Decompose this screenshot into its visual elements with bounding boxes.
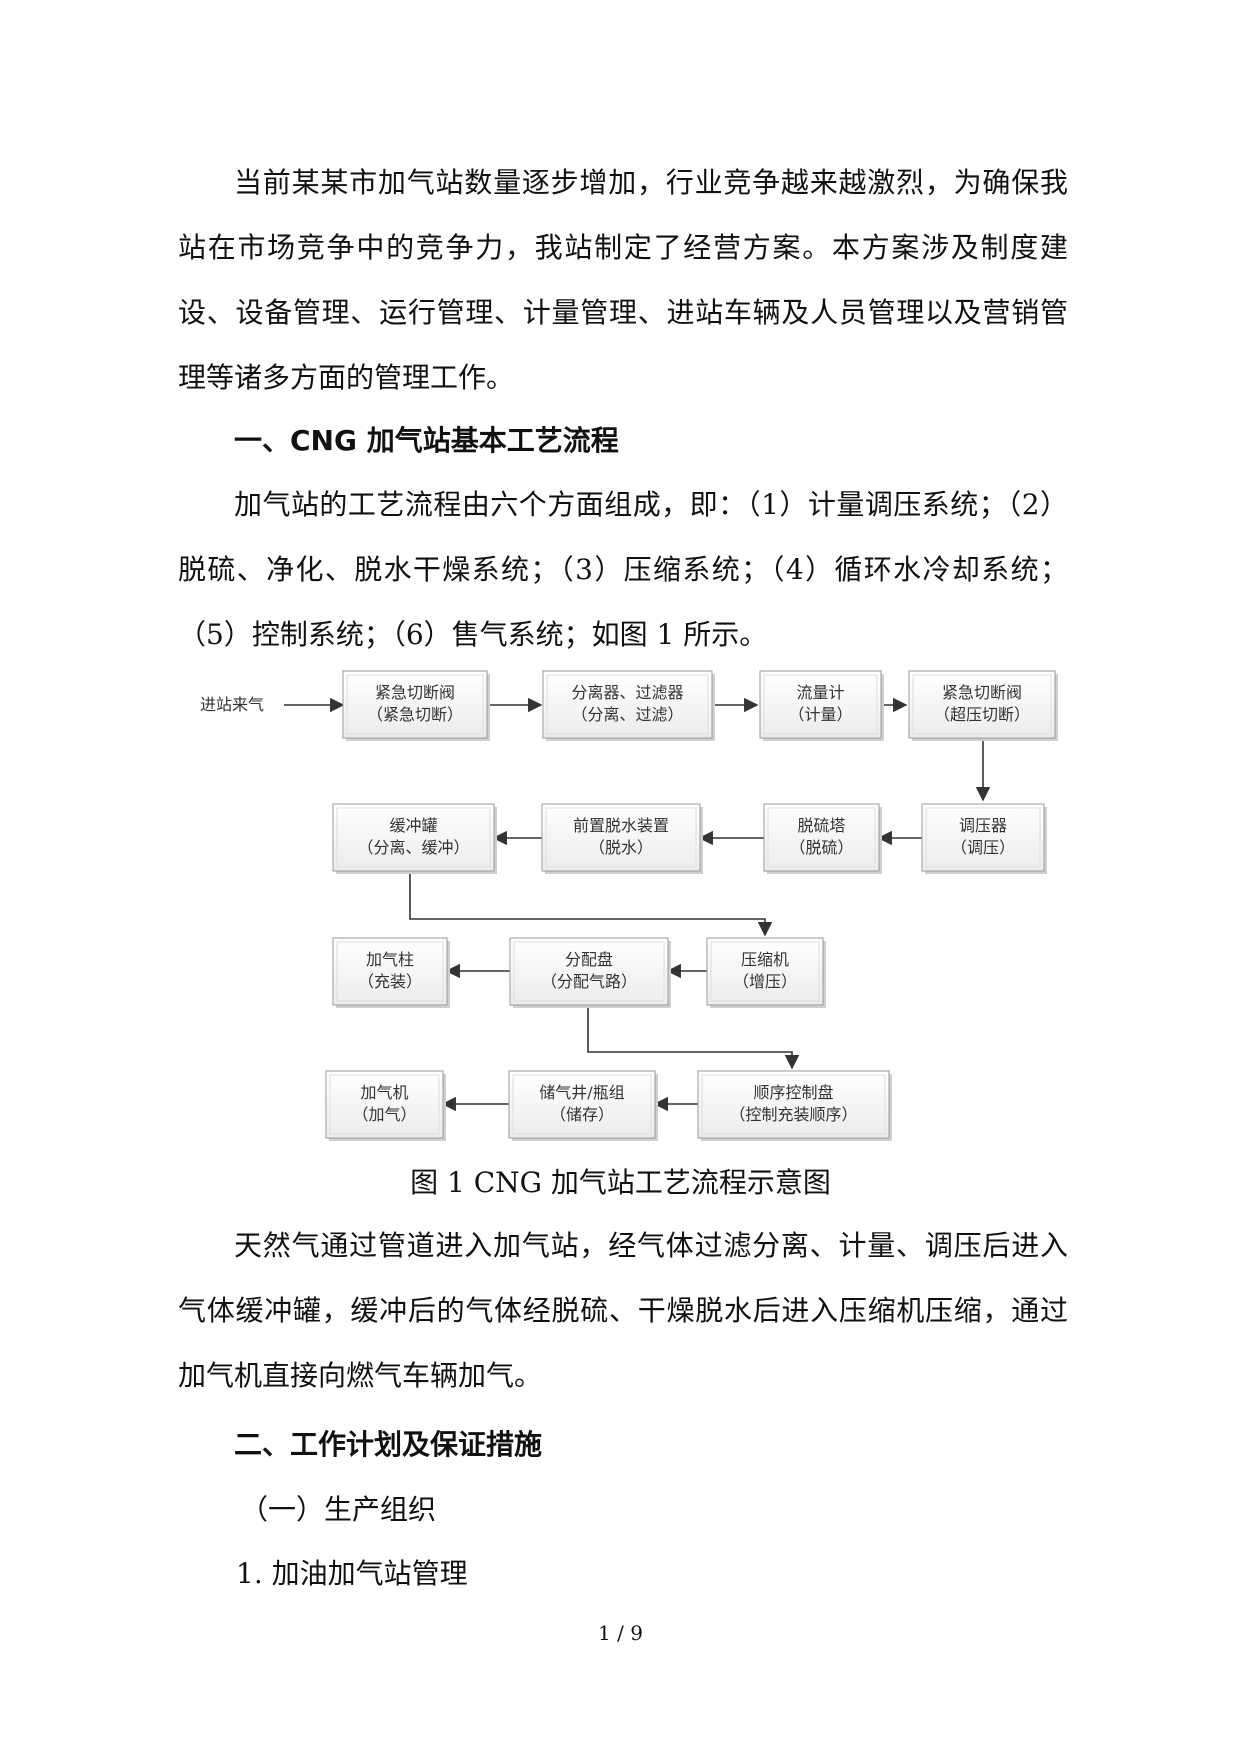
flow-node-label: 压缩机	[741, 950, 789, 969]
flow-node-label: 脱硫塔	[797, 816, 845, 835]
flow-node-inner-border	[925, 807, 1041, 868]
flow-node-box	[332, 937, 448, 1006]
flow-node-shadow	[925, 807, 1047, 874]
arrow-n8-n9	[409, 872, 773, 937]
flow-node-label: （加气）	[352, 1105, 416, 1124]
flow-node-inner-border	[710, 941, 820, 1002]
flow-node-label: 分离器、过滤器	[571, 683, 683, 702]
arrow-n10-n12	[587, 1004, 800, 1070]
flow-node-inner-border	[336, 807, 491, 868]
flow-node-label: 加气机	[360, 1083, 408, 1102]
flow-node-label: （脱硫）	[789, 838, 853, 857]
flow-node-label: （超压切断）	[934, 705, 1030, 724]
flow-node-n3: 流量计 （计量）	[759, 670, 884, 741]
flow-node-label: （调压）	[951, 838, 1015, 857]
flow-node-shadow	[329, 1074, 446, 1141]
flow-node-n2: 分离器、过滤器 （分离、过滤）	[542, 670, 715, 741]
flow-node-inner-border	[512, 1074, 652, 1135]
flow-node-label: （增压）	[733, 972, 797, 991]
flow-node-shadow	[710, 941, 826, 1008]
flow-node-label: 分配盘	[565, 950, 613, 969]
flow-node-box	[508, 1070, 656, 1139]
flow-node-inner-border	[346, 674, 484, 735]
flow-node-label: 加气柱	[366, 950, 414, 969]
flow-node-label: （脱水）	[589, 838, 653, 857]
flow-node-box	[763, 803, 880, 872]
flow-node-n12: 顺序控制盘 （控制充装顺序）	[697, 1070, 892, 1141]
flow-node-label: （充装）	[358, 972, 422, 991]
flow-node-shadow	[545, 807, 703, 874]
flow-node-shadow	[767, 807, 882, 874]
section-heading-1: 一、CNG 加气站基本工艺流程	[234, 424, 619, 457]
flow-node-shadow	[512, 1074, 658, 1141]
flow-node-shadow	[336, 941, 450, 1008]
flow-node-shadow	[346, 674, 490, 741]
flow-node-box	[509, 937, 669, 1006]
flow-node-label: （储存）	[550, 1105, 614, 1124]
flow-node-inner-border	[701, 1074, 886, 1135]
flow-node-shadow	[546, 674, 715, 741]
flow-node-n11: 加气柱 （充装）	[332, 937, 450, 1008]
flow-node-box	[541, 803, 701, 872]
flow-node-inner-border	[767, 807, 876, 868]
flow-node-label: 调压器	[959, 816, 1007, 835]
flow-node-box	[706, 937, 824, 1006]
flow-node-box	[908, 670, 1056, 739]
flow-node-n6: 脱硫塔 （脱硫）	[763, 803, 882, 874]
flow-node-inner-border	[763, 674, 878, 735]
flow-node-inner-border	[336, 941, 444, 1002]
flow-node-label: 缓冲罐	[389, 816, 437, 835]
flow-node-n9: 压缩机 （增压）	[706, 937, 826, 1008]
flow-node-n7: 前置脱水装置 （脱水）	[541, 803, 703, 874]
flow-node-shadow	[513, 941, 671, 1008]
figure-caption: 图 1 CNG 加气站工艺流程示意图	[410, 1166, 831, 1199]
flow-node-inner-border	[545, 807, 697, 868]
page-number: 1 / 9	[598, 1621, 643, 1645]
subsection-heading: （一）生产组织	[240, 1493, 437, 1526]
item-heading: 1. 加油加气站管理	[236, 1557, 468, 1590]
flow-node-shadow	[763, 674, 884, 741]
flow-node-n14: 加气机 （加气）	[325, 1070, 446, 1141]
flow-node-inner-border	[546, 674, 709, 735]
flow-node-box	[325, 1070, 444, 1139]
flow-node-box	[759, 670, 882, 739]
inlet-label: 进站来气	[200, 695, 264, 714]
flow-node-shadow	[912, 674, 1058, 741]
flow-node-inner-border	[513, 941, 665, 1002]
flow-node-label: （计量）	[788, 705, 852, 724]
flow-node-label: （分配气路）	[541, 972, 637, 991]
description-paragraph: 天然气通过管道进入加气站，经气体过滤分离、计量、调压后进入气体缓冲罐，缓冲后的气…	[178, 1229, 1068, 1392]
flow-node-inner-border	[912, 674, 1052, 735]
intro-paragraph: 当前某某市加气站数量逐步增加，行业竞争越来越激烈，为确保我站在市场竞争中的竞争力…	[178, 166, 1068, 394]
flow-node-shadow	[701, 1074, 892, 1141]
flow-node-label: （分离、过滤）	[571, 705, 683, 724]
flow-node-label: （分离、缓冲）	[357, 838, 469, 857]
flow-node-box	[542, 670, 713, 739]
flow-node-n1: 紧急切断阀 （紧急切断）	[342, 670, 490, 741]
flow-node-label: （控制充装顺序）	[729, 1105, 857, 1124]
flow-node-label: 前置脱水装置	[573, 816, 669, 835]
flow-node-n4: 紧急切断阀 （超压切断）	[908, 670, 1058, 741]
flow-node-n8: 缓冲罐 （分离、缓冲）	[332, 803, 497, 874]
flow-node-box	[332, 803, 495, 872]
process-paragraph: 加气站的工艺流程由六个方面组成，即：（1）计量调压系统；（2）脱硫、净化、脱水干…	[178, 488, 1068, 651]
flow-node-label: 顺序控制盘	[753, 1083, 833, 1102]
flow-node-label: 紧急切断阀	[375, 683, 455, 702]
flow-arrows	[284, 697, 991, 1112]
flow-node-label: （紧急切断）	[367, 705, 463, 724]
flow-node-label: 储气井/瓶组	[539, 1083, 624, 1102]
flow-node-box	[697, 1070, 890, 1139]
flow-node-n5: 调压器 （调压）	[921, 803, 1047, 874]
flow-node-n13: 储气井/瓶组 （储存）	[508, 1070, 658, 1141]
flow-node-box	[342, 670, 488, 739]
flow-node-n10: 分配盘 （分配气路）	[509, 937, 671, 1008]
section-heading-2: 二、工作计划及保证措施	[234, 1428, 543, 1461]
flow-node-box	[921, 803, 1045, 872]
flow-node-label: 紧急切断阀	[942, 683, 1022, 702]
flow-node-inner-border	[329, 1074, 440, 1135]
flow-node-shadow	[336, 807, 497, 874]
flow-node-label: 流量计	[796, 683, 844, 702]
